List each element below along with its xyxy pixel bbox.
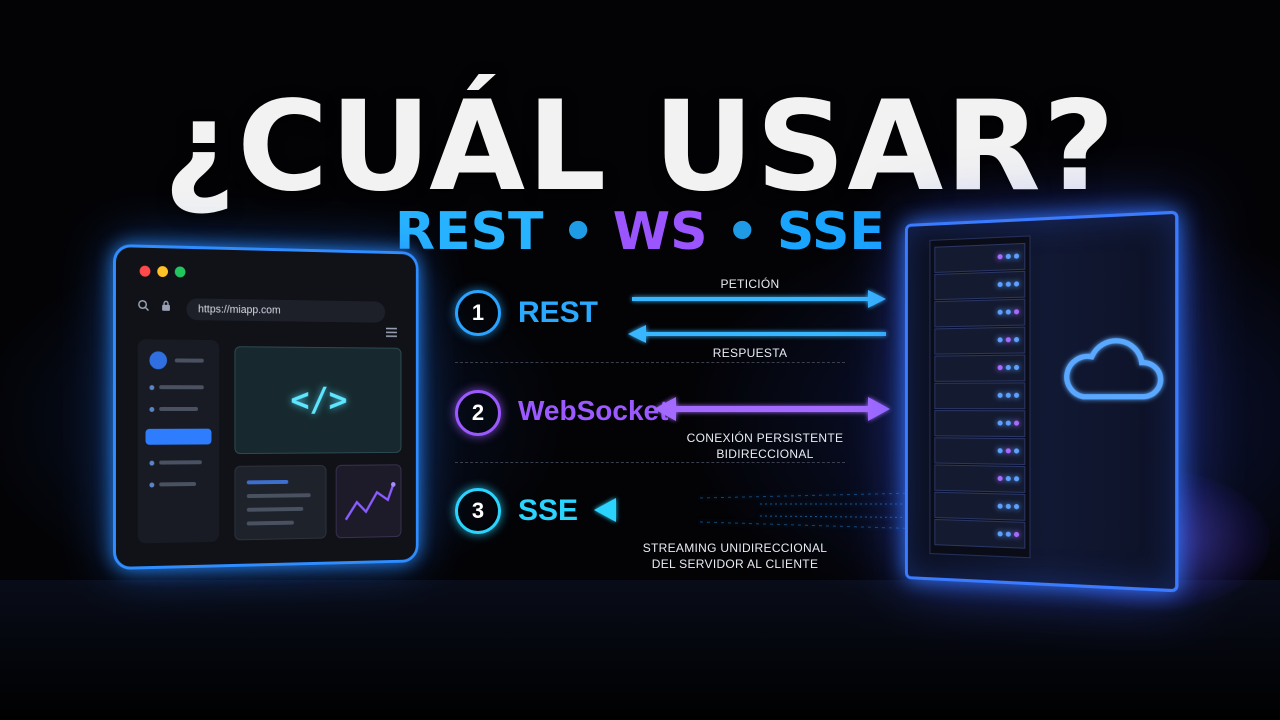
rack-led xyxy=(1014,337,1019,342)
rack-led xyxy=(1014,504,1019,509)
rack-led xyxy=(998,504,1003,509)
rack-led xyxy=(998,337,1003,342)
rack-unit xyxy=(934,243,1025,273)
rack-led xyxy=(1006,448,1011,453)
rack-led xyxy=(1014,476,1019,481)
rack-led xyxy=(1014,421,1019,426)
rest-request-arrow xyxy=(632,290,886,308)
rack-unit xyxy=(934,519,1025,549)
rack-led xyxy=(998,476,1003,481)
cloud-icon xyxy=(1060,322,1169,419)
rack-led xyxy=(1014,281,1019,286)
rack-unit xyxy=(934,437,1025,465)
websocket-bidirectional-arrow xyxy=(654,397,890,421)
rack-unit xyxy=(934,492,1025,521)
rack-unit xyxy=(934,299,1025,328)
rack-led xyxy=(1006,532,1011,537)
rack-led xyxy=(1014,365,1019,370)
rack-led xyxy=(1014,309,1019,314)
rack-led xyxy=(1014,532,1019,537)
rack-led xyxy=(998,365,1003,370)
rack-led xyxy=(998,282,1003,287)
rack-led xyxy=(1014,448,1019,453)
rack-led xyxy=(1006,309,1011,314)
rack-led xyxy=(998,420,1003,425)
rack-unit xyxy=(934,271,1025,300)
rack-unit xyxy=(934,382,1025,409)
rack-unit xyxy=(934,465,1025,493)
rack-led xyxy=(1006,282,1011,287)
rack-led xyxy=(1006,254,1011,259)
rack-led xyxy=(998,254,1003,259)
rack-led xyxy=(1006,476,1011,481)
rack-led xyxy=(998,393,1003,398)
rack-unit xyxy=(934,354,1025,381)
rack-led xyxy=(998,310,1003,315)
rack-unit xyxy=(934,410,1025,437)
rack-led xyxy=(1006,504,1011,509)
rack-led xyxy=(998,531,1003,536)
rack-led xyxy=(1014,393,1019,398)
rack-led xyxy=(1006,421,1011,426)
rack-panel xyxy=(929,235,1030,558)
rack-led xyxy=(1006,337,1011,342)
rack-unit xyxy=(934,327,1025,355)
rest-response-arrow xyxy=(628,325,886,343)
rack-led xyxy=(998,448,1003,453)
rack-led xyxy=(1006,393,1011,398)
server-body xyxy=(905,211,1178,593)
server-rack-icon xyxy=(905,211,1178,593)
rack-led xyxy=(1006,365,1011,370)
rack-led xyxy=(1014,253,1019,258)
